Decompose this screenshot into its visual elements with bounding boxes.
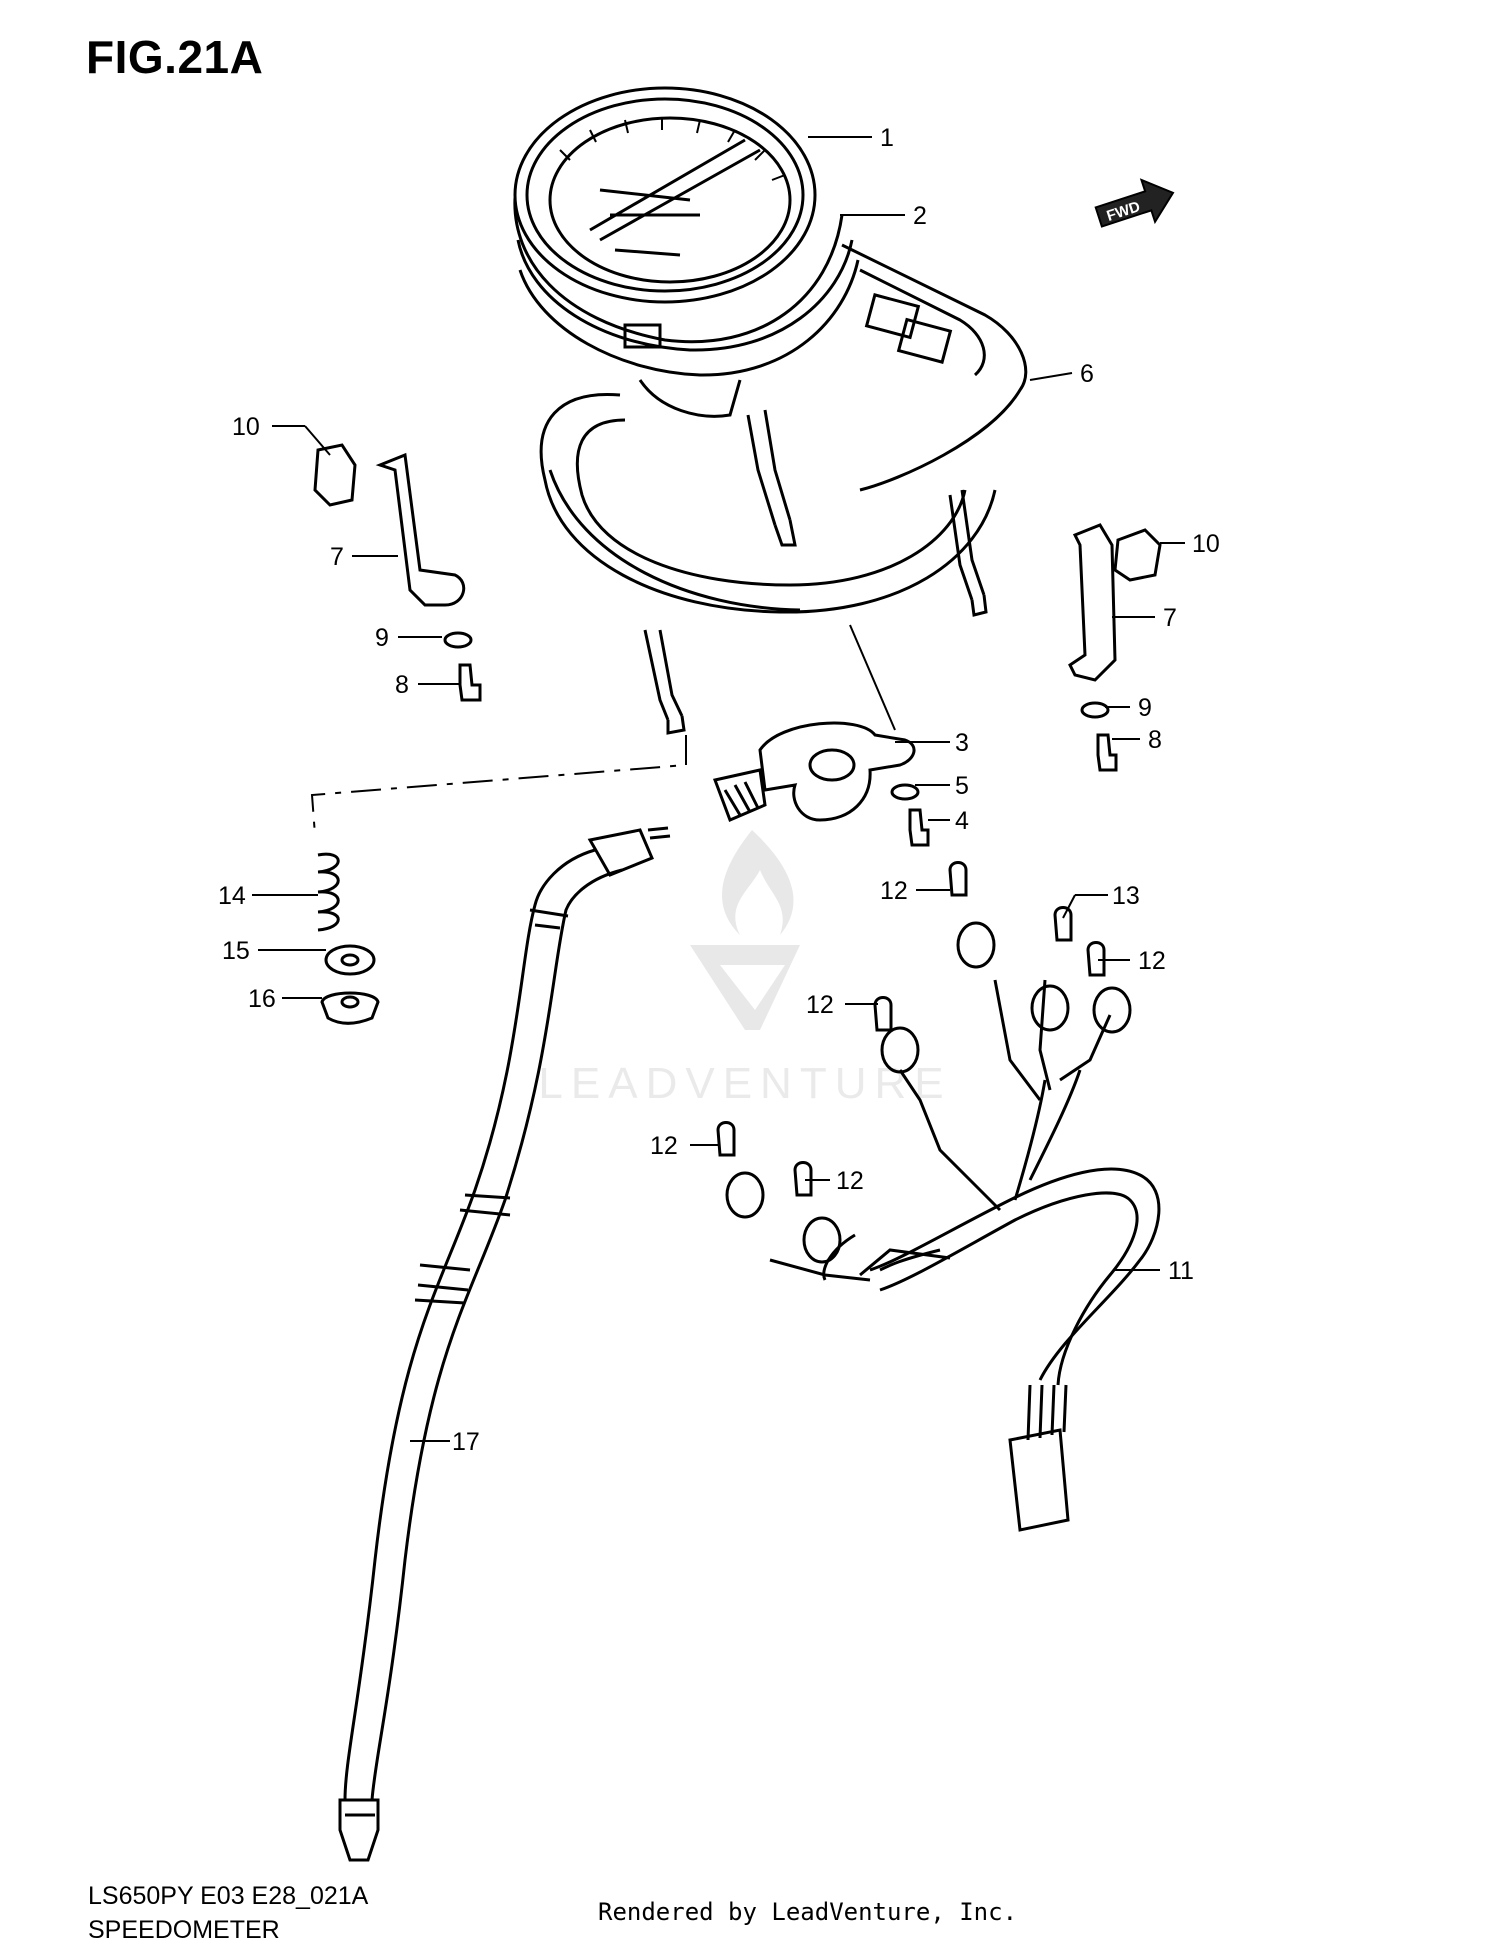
callout-label: 10 bbox=[1192, 530, 1220, 558]
socket bbox=[956, 921, 996, 969]
washer-left bbox=[443, 631, 473, 649]
bulb bbox=[716, 1121, 736, 1157]
callout-label: 12 bbox=[1138, 947, 1166, 975]
mounting-ring bbox=[539, 392, 997, 614]
callout-label: 4 bbox=[955, 807, 969, 835]
callout-labels: 1 2 6 10 7 9 8 10 7 3 5 4 9 8 14 15 16 1… bbox=[218, 124, 1220, 1456]
screw-sensor bbox=[908, 808, 930, 847]
bolt-right bbox=[1096, 733, 1118, 772]
callout-label: 9 bbox=[1138, 694, 1152, 722]
sensor-bracket-assembly bbox=[712, 721, 930, 847]
callout-label: 8 bbox=[1148, 726, 1162, 754]
bulb bbox=[948, 861, 968, 897]
speedometer-dial bbox=[548, 116, 792, 284]
callout-label: 5 bbox=[955, 772, 969, 800]
callout-label: 2 bbox=[913, 202, 927, 230]
bulb-sockets bbox=[716, 861, 1132, 1264]
model-code: LS650PY E03 E28_021A bbox=[88, 1882, 369, 1910]
cushion-left bbox=[313, 443, 357, 507]
callout-label: 10 bbox=[232, 413, 260, 441]
render-credit: Rendered by LeadVenture, Inc. bbox=[598, 1898, 1018, 1926]
socket bbox=[880, 1026, 920, 1074]
flat-washer bbox=[324, 944, 376, 976]
bracket-left bbox=[375, 452, 466, 607]
speedometer-bezel bbox=[513, 86, 817, 304]
callout-label: 15 bbox=[222, 937, 250, 965]
watermark: LEADVENTURE bbox=[538, 830, 951, 1108]
mounting-stud-center bbox=[746, 409, 792, 526]
bolt-left bbox=[458, 663, 482, 702]
indicator-window-left bbox=[864, 293, 921, 340]
callout-label: 12 bbox=[880, 877, 908, 905]
callout-label: 7 bbox=[330, 543, 344, 571]
watermark-logo-icon bbox=[690, 830, 800, 1030]
mounting-stud-right bbox=[948, 489, 986, 601]
grommet bbox=[320, 991, 380, 1025]
bulb bbox=[793, 1161, 813, 1197]
cushion-right bbox=[1113, 528, 1162, 582]
washer-right bbox=[1080, 701, 1110, 719]
socket bbox=[725, 1171, 765, 1219]
callout-label: 11 bbox=[1168, 1257, 1194, 1285]
section-name: SPEEDOMETER bbox=[88, 1916, 280, 1944]
callout-label: 12 bbox=[806, 991, 834, 1019]
callout-label: 14 bbox=[218, 882, 246, 910]
speedometer-case-ring bbox=[516, 239, 854, 352]
callout-label: 13 bbox=[1112, 882, 1140, 910]
indicator-housing bbox=[841, 243, 1028, 492]
left-bracket-assembly bbox=[313, 443, 482, 702]
callout-label: 1 bbox=[880, 124, 894, 152]
sensor-housing bbox=[758, 721, 916, 822]
watermark-text: LEADVENTURE bbox=[538, 1059, 951, 1108]
callout-label: 9 bbox=[375, 624, 389, 652]
bulb bbox=[1086, 941, 1106, 977]
speedometer-ticks bbox=[559, 117, 786, 181]
callout-label: 12 bbox=[650, 1132, 678, 1160]
speedometer-bezel-inner bbox=[525, 97, 805, 293]
bulb bbox=[873, 996, 893, 1032]
socket bbox=[1092, 986, 1132, 1034]
callout-leaders bbox=[252, 136, 1185, 1442]
speedometer-case bbox=[513, 197, 844, 344]
speedometer-assembly bbox=[513, 86, 1028, 735]
speedometer-cable bbox=[338, 826, 671, 1862]
callout-label: 7 bbox=[1163, 604, 1177, 632]
bracket-right bbox=[1068, 523, 1117, 682]
callout-label: 8 bbox=[395, 671, 409, 699]
callout-label: 6 bbox=[1080, 360, 1094, 388]
cable-end bbox=[338, 1798, 380, 1862]
figure-title: FIG.21A bbox=[86, 31, 264, 83]
indicator-window-right bbox=[896, 317, 953, 364]
callout-label: 17 bbox=[452, 1428, 480, 1456]
bulb bbox=[1053, 906, 1073, 942]
socket bbox=[802, 1216, 842, 1264]
leader-line bbox=[310, 735, 687, 836]
mounting-stud-left bbox=[643, 629, 684, 721]
forward-arrow-icon: FWD bbox=[1094, 178, 1175, 228]
spring bbox=[317, 852, 340, 932]
harness-connector bbox=[1008, 1428, 1070, 1532]
socket bbox=[1030, 984, 1070, 1032]
spring-washer-grommet bbox=[317, 852, 380, 1025]
washer-sensor bbox=[890, 783, 920, 801]
callout-label: 3 bbox=[955, 729, 969, 757]
right-bracket-assembly bbox=[1068, 523, 1162, 772]
callout-label: 12 bbox=[836, 1167, 864, 1195]
callout-label: 16 bbox=[248, 985, 276, 1013]
